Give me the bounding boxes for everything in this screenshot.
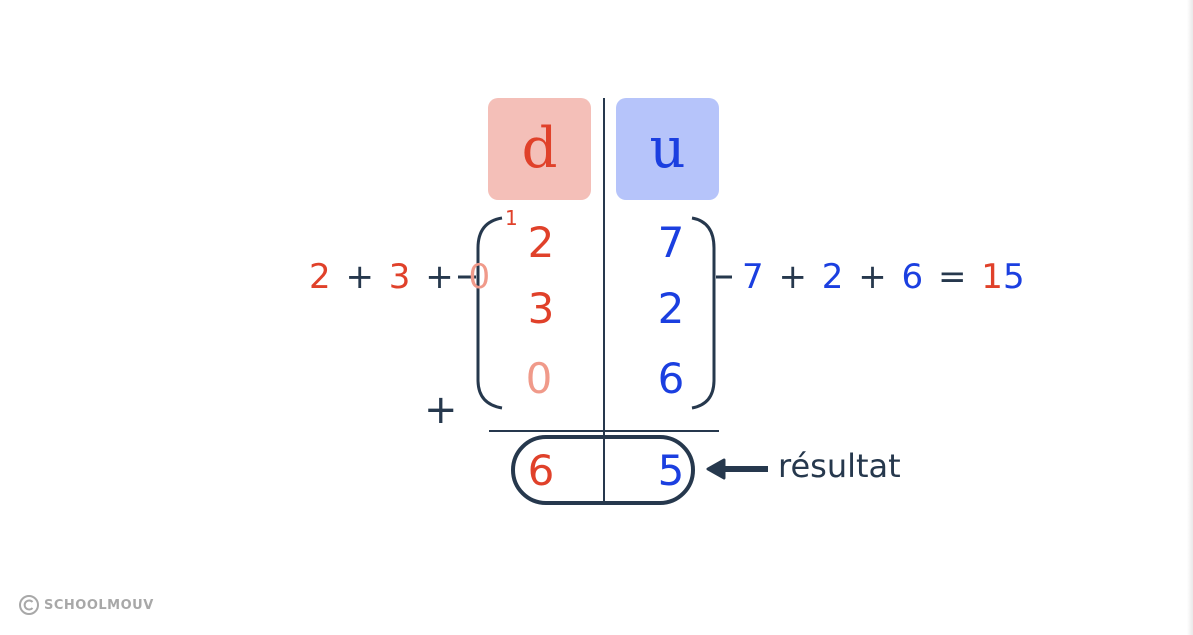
tens-op-1: + xyxy=(345,257,374,297)
sum-line xyxy=(489,430,719,432)
units-digit-3: 6 xyxy=(657,354,685,403)
units-header-label: u xyxy=(649,116,686,181)
tens-term-3: 0 xyxy=(468,257,491,297)
tens-sum-equation: 2 + 3 + 0 xyxy=(309,260,490,294)
units-sum-equation: 7 + 2 + 6 = 15 xyxy=(742,260,1025,294)
left-bracket xyxy=(476,216,503,410)
arrow-head xyxy=(706,458,726,480)
column-separator xyxy=(603,98,605,502)
units-op-2: + xyxy=(858,257,887,297)
result-label: résultat xyxy=(778,447,901,485)
carry-digit: 1 xyxy=(505,206,518,230)
page-edge-shadow xyxy=(1187,0,1193,635)
units-term-2: 2 xyxy=(821,257,844,297)
right-bracket xyxy=(691,216,716,410)
tens-digit-1: 2 xyxy=(527,218,555,267)
tens-term-1: 2 xyxy=(309,257,331,297)
result-tens-digit: 6 xyxy=(527,446,555,495)
units-result-units: 5 xyxy=(1002,257,1025,297)
units-result-tens: 1 xyxy=(981,257,1003,297)
units-term-1: 7 xyxy=(742,257,764,297)
schoolmouv-logo: SCHOOLMOUV xyxy=(18,594,154,616)
units-header: u xyxy=(616,98,719,200)
tens-header: d xyxy=(488,98,591,200)
plus-sign: + xyxy=(424,387,458,433)
copyright-icon xyxy=(19,595,39,615)
result-units-digit: 5 xyxy=(657,446,685,495)
units-equals: = xyxy=(937,257,967,297)
tens-header-label: d xyxy=(521,116,558,181)
units-digit-2: 2 xyxy=(657,284,685,333)
tens-op-2: + xyxy=(425,257,454,297)
logo-text: SCHOOLMOUV xyxy=(44,597,154,613)
tens-term-2: 3 xyxy=(388,257,411,297)
units-term-3: 6 xyxy=(901,257,924,297)
units-digit-1: 7 xyxy=(657,218,685,267)
tens-digit-2: 3 xyxy=(527,284,555,333)
tens-digit-3: 0 xyxy=(525,354,553,403)
result-pill xyxy=(511,435,695,505)
units-op-1: + xyxy=(778,257,807,297)
